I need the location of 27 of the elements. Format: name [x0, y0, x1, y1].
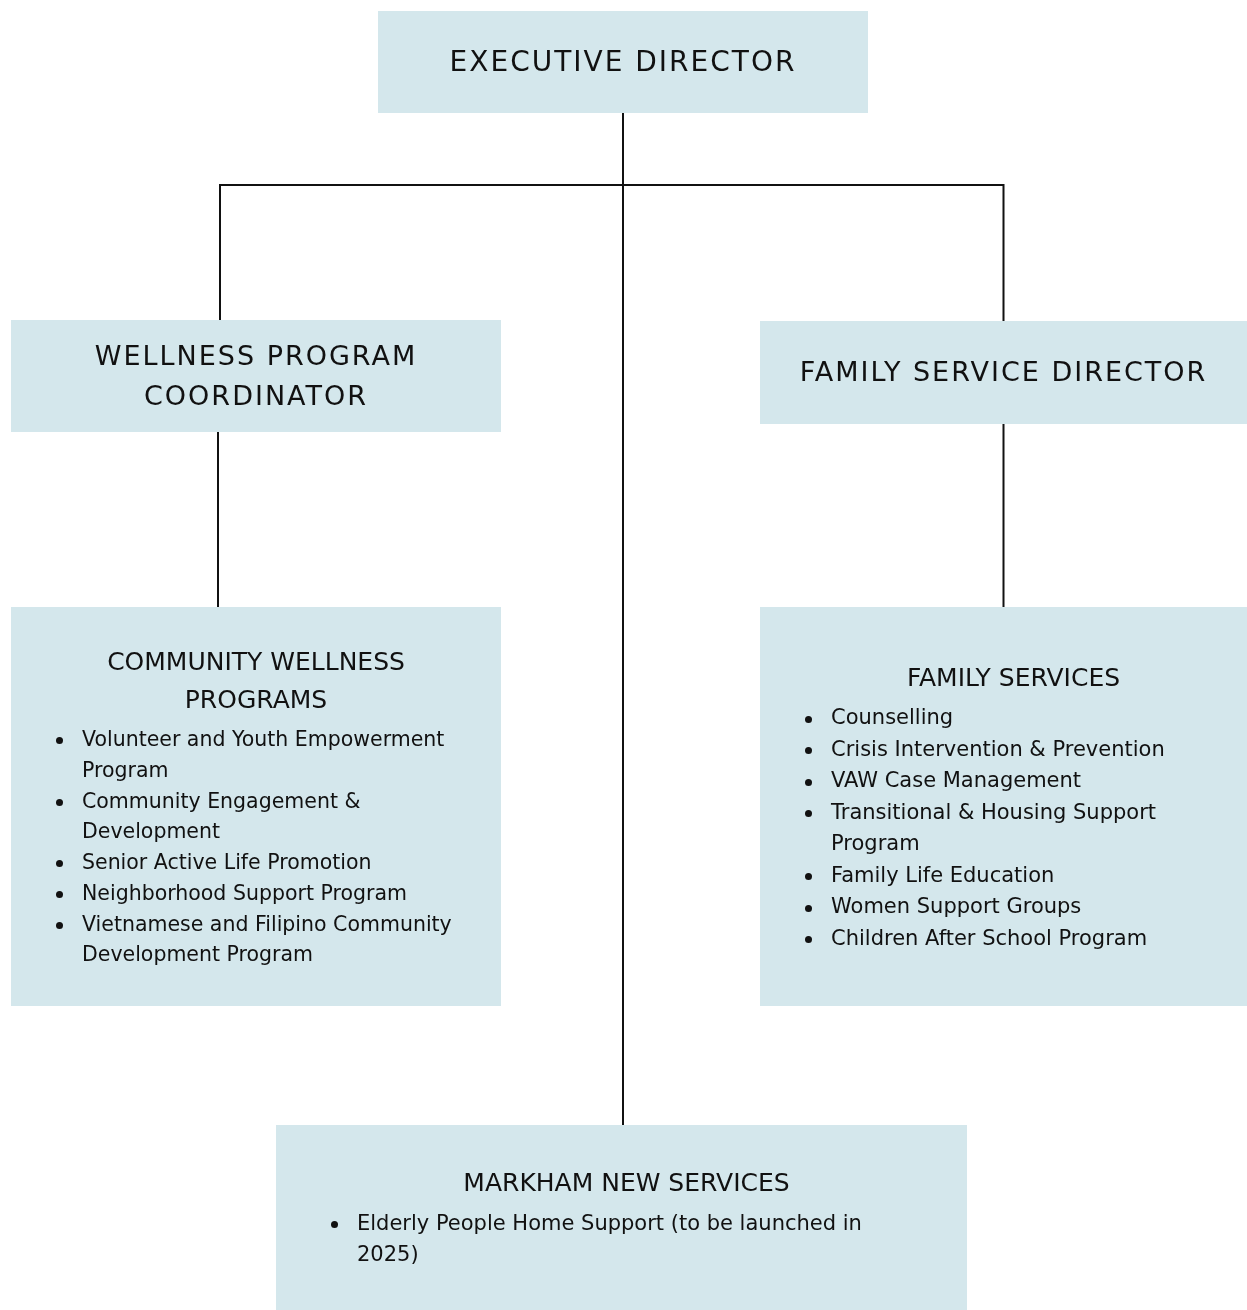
list-item: Crisis Intervention & Prevention — [831, 735, 1165, 763]
box-title: EXECUTIVE DIRECTOR — [449, 44, 797, 80]
list-item: Counselling — [831, 704, 954, 732]
box-title: WELLNESS PROGRAM COORDINATOR — [93, 338, 419, 413]
list-item: Elderly People Home Support (to be launched in 2025) — [357, 1209, 863, 1269]
org-box — [760, 321, 1247, 424]
org-box — [760, 607, 1247, 1006]
org-box — [276, 1125, 967, 1310]
box-title: MARKHAM NEW SERVICES — [463, 1167, 790, 1200]
box-title: FAMILY SERVICES — [906, 661, 1121, 694]
list-item: Vietnamese and Filipino Community Development Program — [82, 910, 453, 969]
org-box — [378, 11, 868, 113]
box-title: FAMILY SERVICE DIRECTOR — [799, 355, 1208, 390]
org-box — [11, 320, 501, 432]
list-item: Family Life Education — [831, 861, 1055, 889]
box-title: COMMUNITY WELLNESS PROGRAMS — [106, 646, 406, 716]
list-item: VAW Case Management — [831, 767, 1082, 795]
list-item: Volunteer and Youth Empowerment Program — [82, 726, 446, 784]
org-box — [11, 607, 501, 1006]
list-item: Community Engagement & Development — [82, 787, 362, 846]
list-item: Transitional & Housing Support Program — [831, 798, 1158, 858]
list-item: Children After School Program — [831, 924, 1148, 952]
list-item: Neighborhood Support Program — [82, 879, 407, 907]
list-item: Senior Active Life Promotion — [82, 849, 372, 876]
list-item: Women Support Groups — [831, 893, 1082, 921]
connector-line — [217, 431, 219, 608]
connector-line — [1002, 423, 1005, 608]
